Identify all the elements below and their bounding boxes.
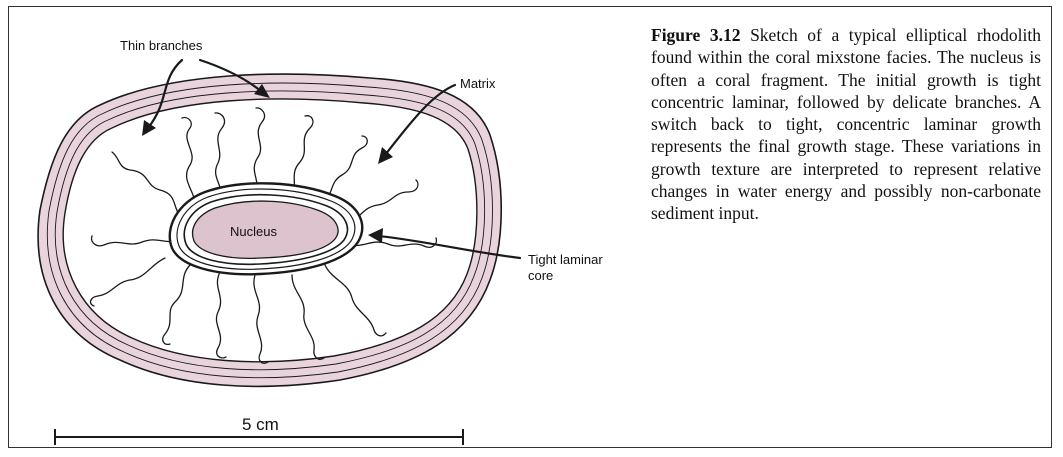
scale-bar-label: 5 cm [242, 415, 279, 434]
figure-caption: Figure 3.12 Sketch of a typical elliptic… [651, 24, 1041, 225]
rhodolith-sketch: Thin branches Matrix Nucleus Tight lamin… [0, 0, 640, 457]
nucleus-label: Nucleus [230, 224, 277, 239]
tight-laminar-label: Tight laminar [528, 252, 603, 267]
core-label: core [528, 268, 553, 283]
matrix-label: Matrix [460, 76, 496, 91]
figure-number: Figure 3.12 [651, 25, 740, 45]
caption-text: Sketch of a typical elliptical rhodolith… [651, 25, 1041, 223]
thin-branches-label: Thin branches [120, 38, 203, 53]
